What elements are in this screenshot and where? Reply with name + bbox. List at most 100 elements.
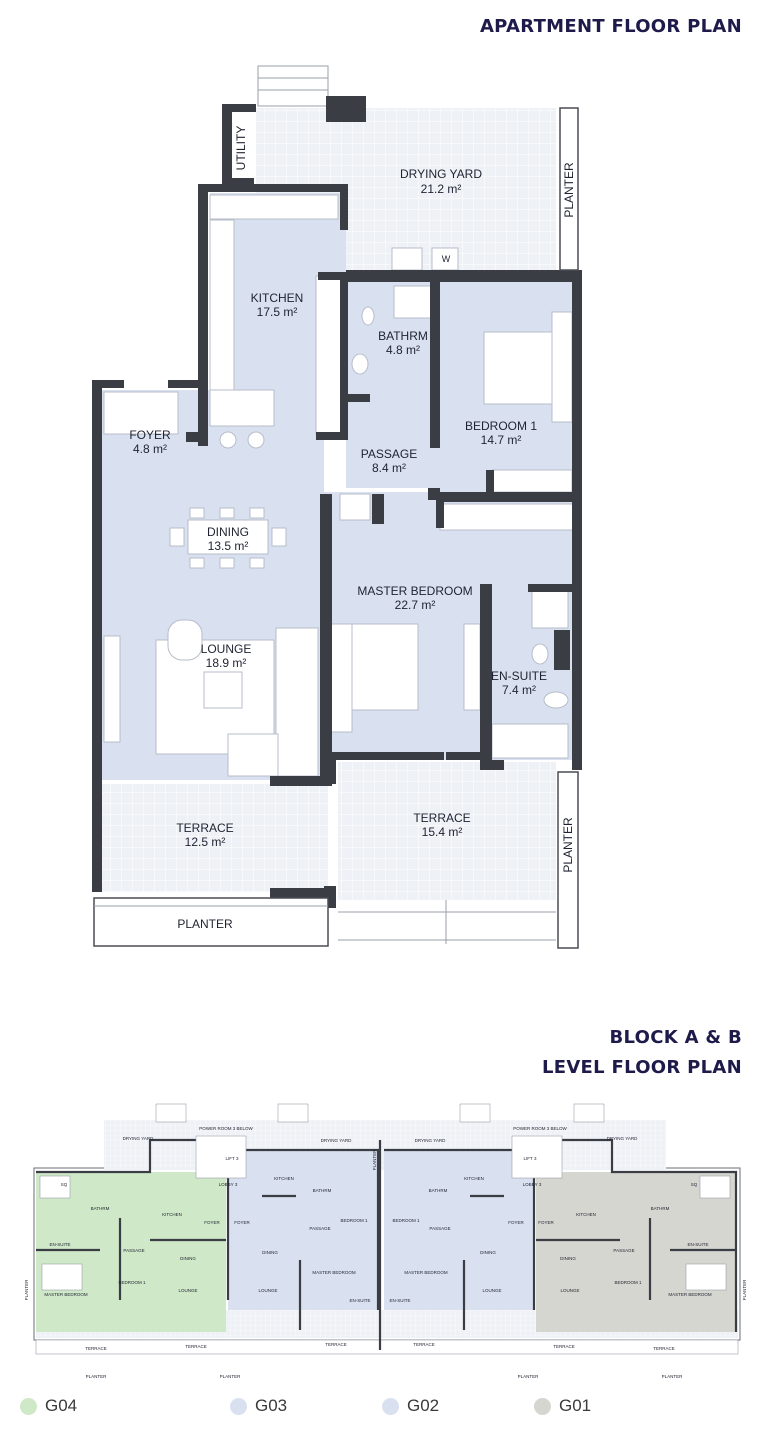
foyer-area: 4.8 m² <box>133 442 167 456</box>
lp-drying-yard-2: DRYING YARD <box>321 1138 353 1143</box>
terrace-right-area: 15.4 m² <box>422 825 463 839</box>
lp-lobby-left: LOBBY 3 <box>219 1182 238 1187</box>
unit-g02 <box>384 1150 534 1310</box>
lp-planter-2: PLANTER <box>220 1374 242 1379</box>
lp-foyer-3: FOYER <box>508 1220 524 1225</box>
legend-g04-label: G04 <box>45 1396 78 1415</box>
lp-power-room-right: POWER ROOM 3 BELOW <box>513 1126 567 1131</box>
lp-kitchen-4: KITCHEN <box>576 1212 596 1217</box>
lp-planter-right: PLANTER <box>742 1279 747 1301</box>
lp-planter-3: PLANTER <box>518 1374 540 1379</box>
bedroom1-label: BEDROOM 1 <box>465 419 537 433</box>
lounge-label: LOUNGE <box>201 642 252 656</box>
planter-top-right <box>559 107 579 271</box>
planter-right <box>557 771 579 949</box>
unit-g04 <box>36 1172 226 1332</box>
legend-g03-swatch <box>230 1398 247 1416</box>
bathrm-label: BATHRM <box>378 329 428 343</box>
lp-passage-1: PASSAGE <box>123 1248 144 1253</box>
legend-g01-label: G01 <box>559 1396 592 1415</box>
lp-planter-4: PLANTER <box>662 1374 684 1379</box>
lp-passage-3: PASSAGE <box>429 1226 450 1231</box>
lp-terrace-2: TERRACE <box>185 1344 207 1349</box>
lp-master-1: MASTER BEDROOM <box>44 1292 88 1297</box>
lp-dining-4: DINING <box>560 1256 576 1261</box>
bedroom1-area: 14.7 m² <box>481 433 522 447</box>
lp-lift-right: LIFT 3 <box>524 1156 537 1161</box>
kitchen-label: KITCHEN <box>251 291 304 305</box>
planter-right-label: PLANTER <box>561 817 575 873</box>
lp-kitchen-1: KITCHEN <box>162 1212 182 1217</box>
apartment-floor-plan-title: APARTMENT FLOOR PLAN <box>479 16 742 37</box>
lp-kitchen-3: KITCHEN <box>464 1176 484 1181</box>
lp-terrace-5: TERRACE <box>553 1344 575 1349</box>
ensuite-label: EN-SUITE <box>491 669 547 683</box>
passage-label: PASSAGE <box>361 447 417 461</box>
ensuite-area: 7.4 m² <box>502 683 536 697</box>
lp-bedroom1-1: BEDROOM 1 <box>118 1280 146 1285</box>
lp-ensuite-1: EN-SUITE <box>49 1242 70 1247</box>
lp-bathrm-2: BATHRM <box>313 1188 332 1193</box>
lp-lounge-4: LOUNGE <box>560 1288 579 1293</box>
master-bedroom-area: 22.7 m² <box>395 598 436 612</box>
lp-bedroom1-3: BEDROOM 1 <box>392 1218 420 1223</box>
lp-drying-yard-3: DRYING YARD <box>415 1138 447 1143</box>
legend-g01: G01 <box>534 1396 591 1416</box>
lp-lounge-2: LOUNGE <box>258 1288 277 1293</box>
unit-g03 <box>228 1150 378 1310</box>
legend-g02-label: G02 <box>407 1396 440 1415</box>
lp-lounge-1: LOUNGE <box>178 1288 197 1293</box>
block-title-line1: BLOCK A & B <box>609 1027 742 1048</box>
drying-yard-area: 21.2 m² <box>421 182 462 196</box>
washer-label: W <box>442 254 451 264</box>
lp-power-room-left: POWER ROOM 3 BELOW <box>199 1126 253 1131</box>
legend-g04-swatch <box>20 1398 37 1416</box>
kitchen-area: 17.5 m² <box>257 305 298 319</box>
lp-drying-yard-4: DRYING YARD <box>607 1136 639 1141</box>
lp-bathrm-4: BATHRM <box>651 1206 670 1211</box>
lp-bathrm-3: BATHRM <box>429 1188 448 1193</box>
terrace-left-label: TERRACE <box>176 821 233 835</box>
lp-lobby-right: LOBBY 3 <box>523 1182 542 1187</box>
lp-bathrm-1: BATHRM <box>91 1206 110 1211</box>
legend-g03-label: G03 <box>255 1396 288 1415</box>
lp-foyer-2: FOYER <box>234 1220 250 1225</box>
lp-dining-1: DINING <box>180 1256 196 1261</box>
dining-label: DINING <box>207 525 249 539</box>
lp-drying-yard-1: DRYING YARD <box>123 1136 155 1141</box>
legend-g04: G04 <box>20 1396 77 1416</box>
lp-master-4: MASTER BEDROOM <box>668 1292 712 1297</box>
lp-foyer-1: FOYER <box>204 1220 220 1225</box>
unit-g01 <box>536 1172 736 1332</box>
lp-sq-right: SQ <box>691 1182 698 1187</box>
block-title-line2: LEVEL FLOOR PLAN <box>541 1057 742 1078</box>
lp-terrace-1: TERRACE <box>85 1346 107 1351</box>
legend-g03: G03 <box>230 1396 287 1416</box>
lounge-area: 18.9 m² <box>206 656 247 670</box>
passage-area: 8.4 m² <box>372 461 406 475</box>
lp-terrace-4: TERRACE <box>413 1342 435 1347</box>
lp-passage-2: PASSAGE <box>309 1226 330 1231</box>
lp-planter-left: PLANTER <box>24 1279 29 1301</box>
level-floor-plan: POWER ROOM 3 BELOW POWER ROOM 3 BELOW LI… <box>24 1103 747 1379</box>
lp-ensuite-4: EN-SUITE <box>687 1242 708 1247</box>
lp-dining-3: DINING <box>480 1250 496 1255</box>
lp-ensuite-2: EN-SUITE <box>349 1298 370 1303</box>
lp-dining-2: DINING <box>262 1250 278 1255</box>
lp-passage-4: PASSAGE <box>613 1248 634 1253</box>
lp-terrace-6: TERRACE <box>653 1346 675 1351</box>
dining-area: 13.5 m² <box>208 539 249 553</box>
master-bedroom-label: MASTER BEDROOM <box>357 584 472 598</box>
drying-yard-label: DRYING YARD <box>400 167 482 181</box>
legend-g02: G02 <box>382 1396 439 1416</box>
legend-g02-swatch <box>382 1398 399 1416</box>
planter-top-label: PLANTER <box>562 162 576 218</box>
utility-label: UTILITY <box>234 126 248 171</box>
level-planter-strip <box>35 1339 739 1355</box>
level-cores <box>39 1103 731 1291</box>
lp-terrace-3: TERRACE <box>325 1342 347 1347</box>
lp-planter-mid: PLANTER <box>372 1149 377 1171</box>
lp-bedroom1-2: BEDROOM 1 <box>340 1218 368 1223</box>
planter-bottom-label: PLANTER <box>177 917 233 931</box>
